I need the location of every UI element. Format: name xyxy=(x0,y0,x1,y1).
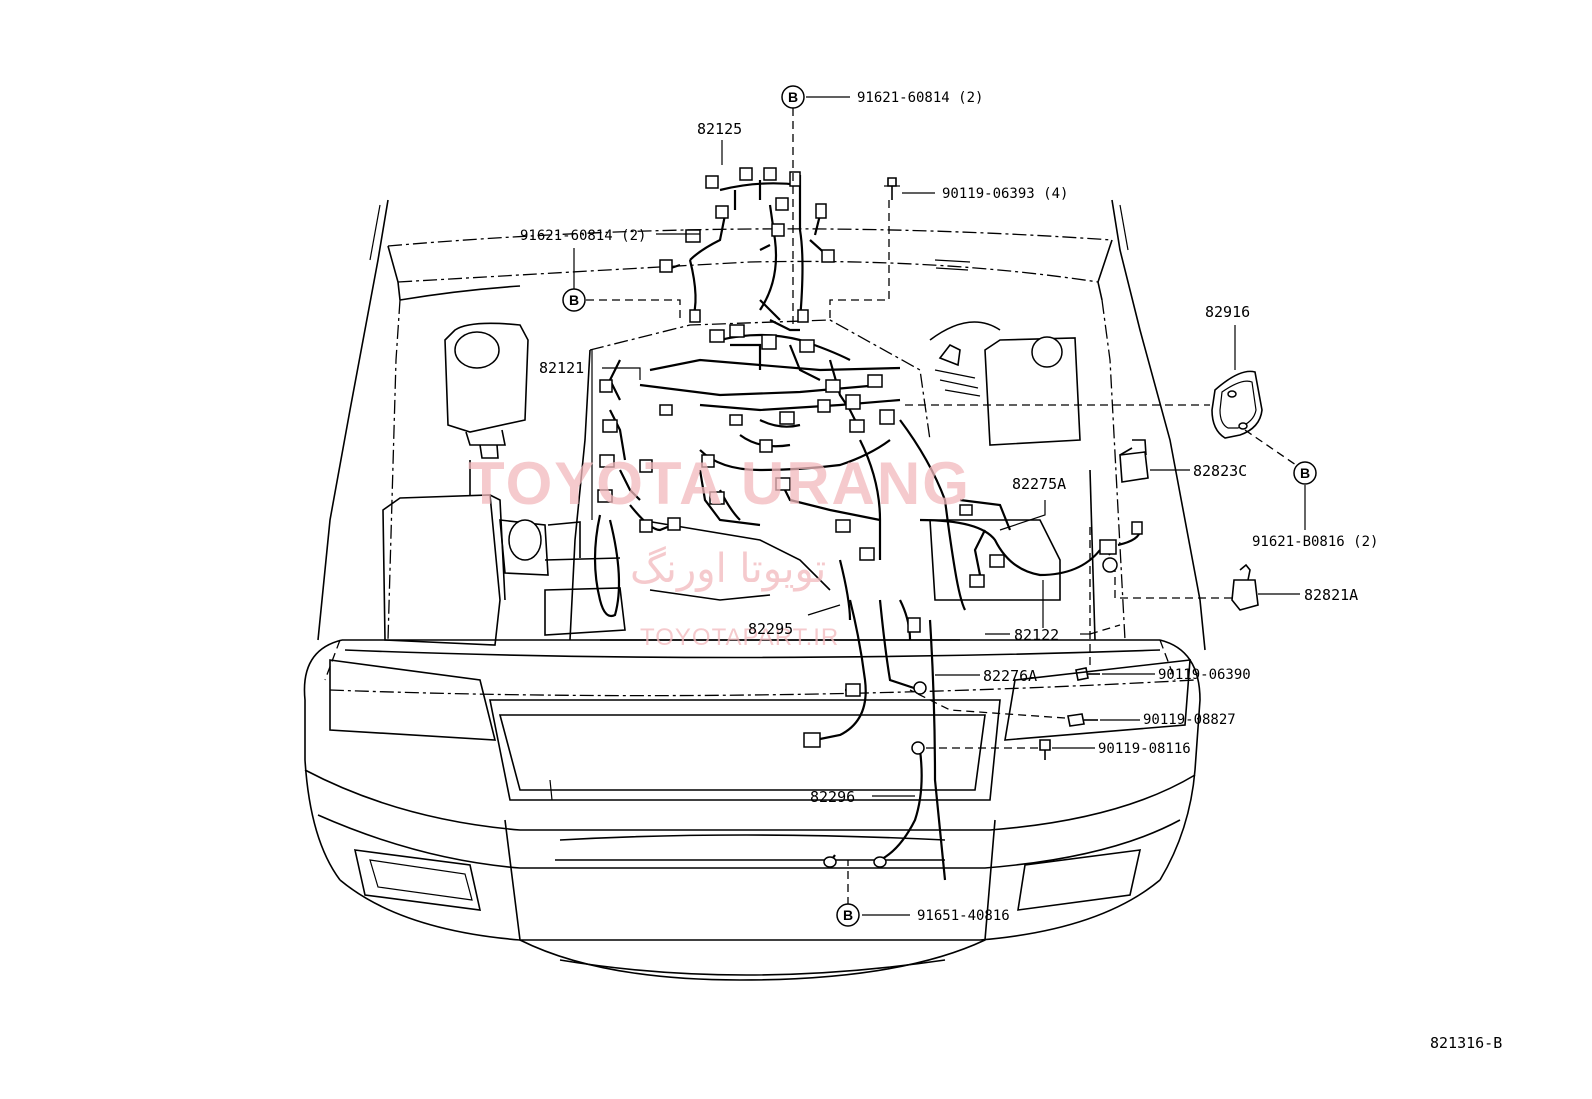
label-82275A: 82275A xyxy=(1012,475,1066,493)
label-90119-08827: 90119-08827 xyxy=(1143,712,1236,728)
leader-lines xyxy=(573,96,1306,916)
wiring-harness xyxy=(593,167,1143,881)
engine-bay-components xyxy=(382,259,1096,646)
ref-letter: B xyxy=(843,907,853,923)
label-82296: 82296 xyxy=(810,788,855,806)
part-labels: 91621-60814 (2) 82125 90119-06393 (4) 91… xyxy=(520,90,1378,924)
ref-letter: B xyxy=(1300,465,1310,481)
label-91651-40816: 91651-40816 xyxy=(917,908,1010,924)
label-82295: 82295 xyxy=(748,620,793,638)
label-90119-08116: 90119-08116 xyxy=(1098,741,1191,757)
label-91621-B0816: 91621-B0816 (2) xyxy=(1252,534,1378,550)
label-82821A: 82821A xyxy=(1304,586,1358,604)
reference-circle-left: B xyxy=(562,288,586,312)
ref-letter: B xyxy=(569,292,579,308)
label-82122: 82122 xyxy=(1014,626,1059,644)
label-82823C: 82823C xyxy=(1193,462,1247,480)
label-82916: 82916 xyxy=(1205,303,1250,321)
diagram-id: 821316-B xyxy=(1430,1034,1502,1052)
label-91621-60814-left: 91621-60814 (2) xyxy=(520,228,646,244)
ref-letter: B xyxy=(788,89,798,105)
label-90119-06390: 90119-06390 xyxy=(1158,667,1251,683)
label-82276A: 82276A xyxy=(983,667,1037,685)
watermark-site: TOYOTAPART.IR xyxy=(640,624,839,651)
watermark: TOYOTA URANG تویوتا اورنگ TOYOTAPART.IR xyxy=(468,450,971,651)
label-82125: 82125 xyxy=(697,120,742,138)
reference-circle-bottom: B xyxy=(836,903,860,927)
parts xyxy=(884,177,1263,760)
watermark-brand: TOYOTA URANG xyxy=(468,450,971,517)
label-90119-06393: 90119-06393 (4) xyxy=(942,186,1068,202)
label-82121: 82121 xyxy=(539,359,584,377)
reference-circle-right: B xyxy=(1293,461,1317,485)
vehicle-body-outline xyxy=(303,199,1206,981)
watermark-persian: تویوتا اورنگ xyxy=(630,546,826,592)
reference-circle-top: B xyxy=(781,85,805,109)
label-91621-60814-top: 91621-60814 (2) xyxy=(857,90,983,106)
